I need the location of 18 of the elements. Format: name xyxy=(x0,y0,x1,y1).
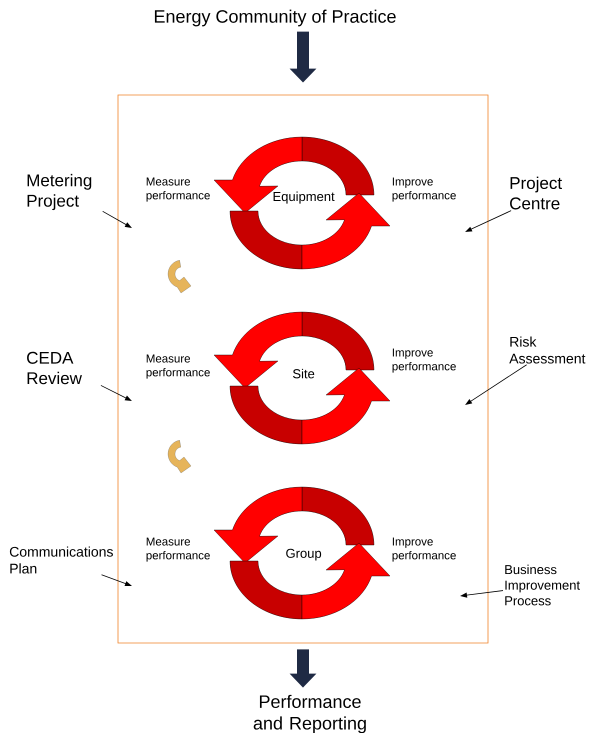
input-label: Communications Plan xyxy=(10,546,113,574)
cycle-label: Improve performance xyxy=(392,538,456,562)
cycle-label: Equipment xyxy=(274,192,335,204)
heading-text: Energy Community of Practice xyxy=(154,10,396,26)
cycle-label: Group xyxy=(286,548,322,560)
output-text: Performance and Reporting xyxy=(254,694,366,733)
cycle-label: Measure performance xyxy=(146,538,210,562)
input-label: Business Improvement Process xyxy=(505,564,580,606)
cycle-label: Measure performance xyxy=(146,178,210,202)
input-label: CEDA Review xyxy=(27,352,82,384)
input-label: Risk Assessment xyxy=(509,336,586,364)
input-label: Metering Project xyxy=(28,174,92,210)
cycle-label: Improve performance xyxy=(392,178,456,202)
cycle-label: Improve performance xyxy=(392,348,456,373)
input-label: Project Centre xyxy=(510,176,562,210)
cycle-label: Site xyxy=(293,368,314,378)
cycle-label: Measure performance xyxy=(146,354,210,379)
frame-box xyxy=(118,94,488,644)
